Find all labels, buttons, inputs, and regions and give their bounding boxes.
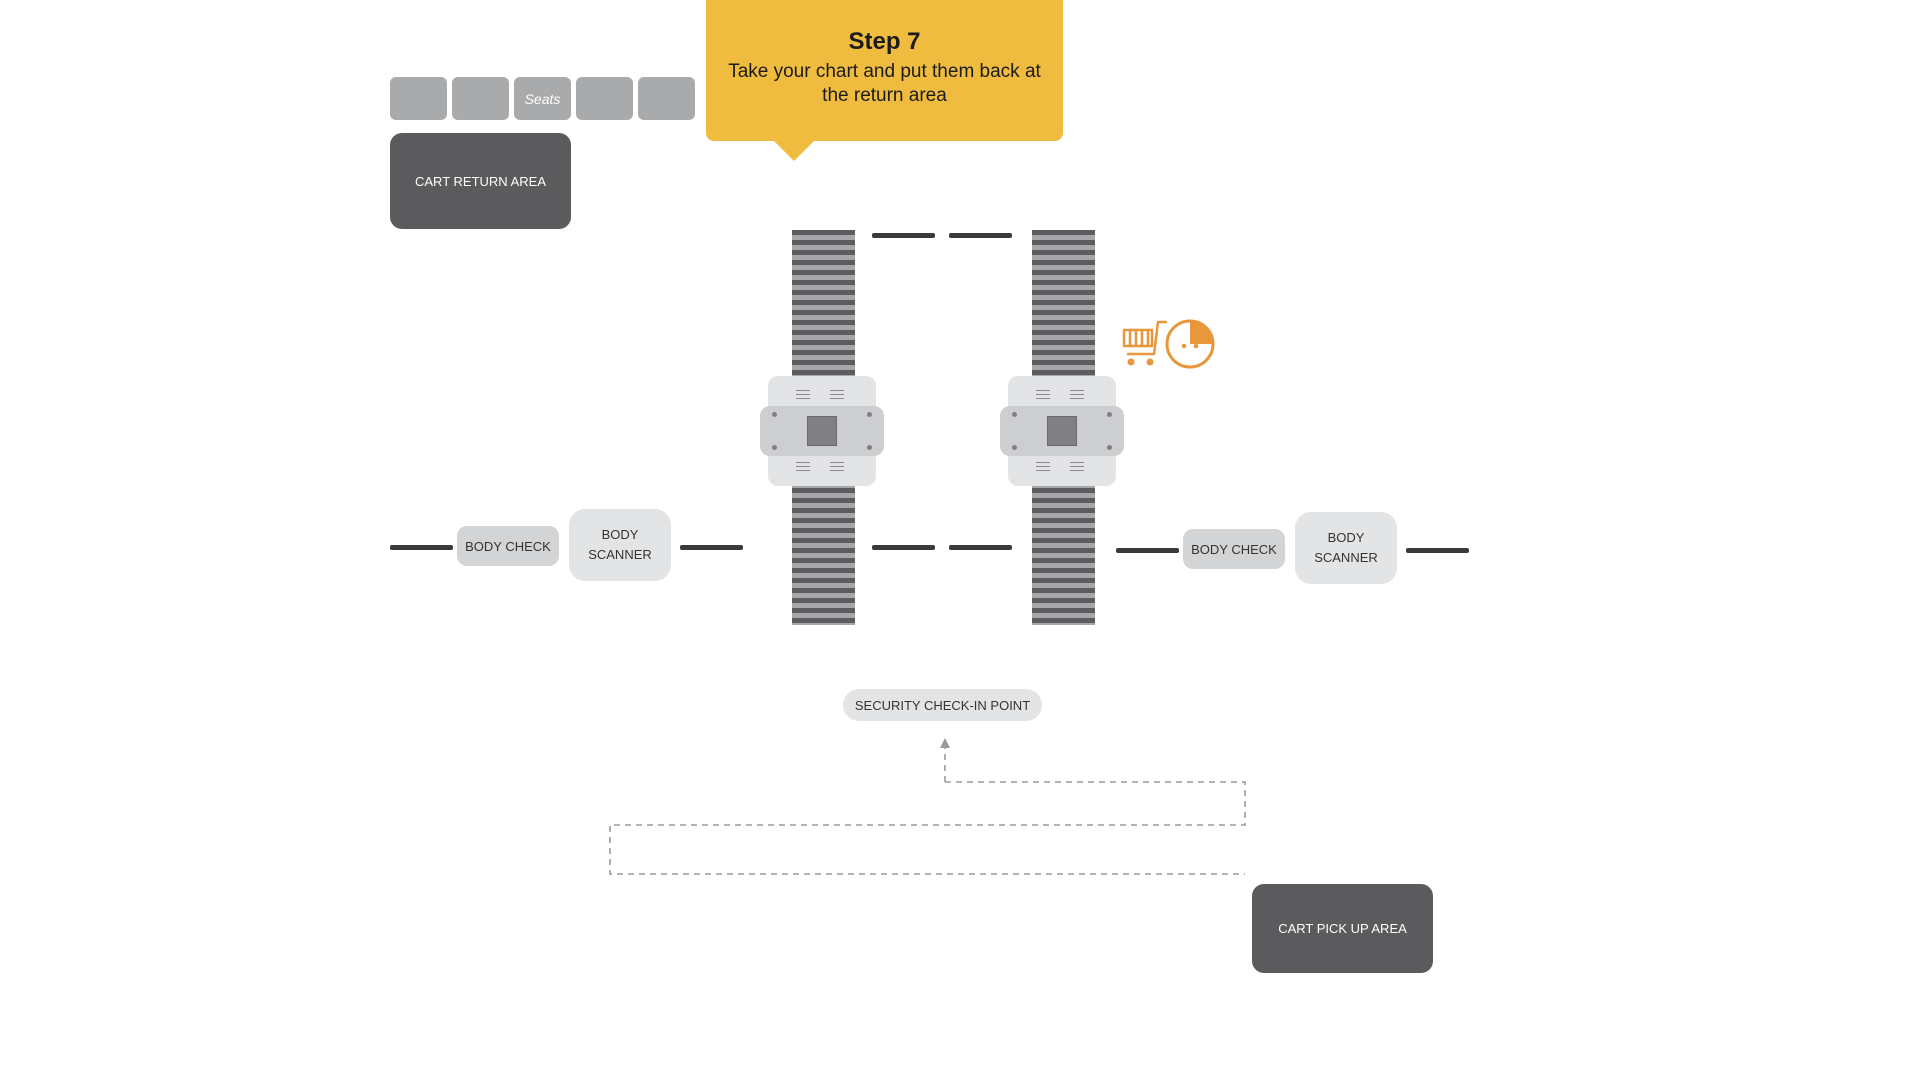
- cart-pickup-label: CART PICK UP AREA: [1278, 921, 1407, 936]
- seat-5: [638, 77, 695, 120]
- body-check-right: BODY CHECK: [1183, 529, 1285, 569]
- connector-line: [872, 233, 935, 238]
- connector-line: [1406, 548, 1469, 553]
- body-scanner-left: BODY SCANNER: [569, 509, 671, 581]
- connector-line: [949, 545, 1012, 550]
- connector-line: [680, 545, 743, 550]
- step-instruction: Take your chart and put them back at the…: [728, 61, 1041, 106]
- body-scanner-left-line1: BODY: [601, 527, 639, 542]
- security-check-in-point: SECURITY CHECK-IN POINT: [843, 689, 1042, 721]
- connector-line: [1116, 548, 1179, 553]
- connector-line: [390, 545, 453, 550]
- security-check-in-label: SECURITY CHECK-IN POINT: [854, 697, 1031, 713]
- xray-scanner-right: [1000, 376, 1124, 486]
- cart-return-area: CART RETURN AREA: [390, 133, 571, 229]
- seat-1: [390, 77, 447, 120]
- body-scanner-right-line2: SCANNER: [1314, 550, 1378, 565]
- body-scanner-right-line1: BODY: [1327, 530, 1365, 545]
- seat-3: Seats: [514, 77, 571, 120]
- body-check-left: BODY CHECK: [457, 526, 559, 566]
- seat-2: [452, 77, 509, 120]
- conveyor-belt-right-top: [1032, 230, 1095, 380]
- step-title: Step 7: [848, 28, 921, 55]
- person-face-icon: [1165, 319, 1215, 369]
- body-scanner-left-line2: SCANNER: [588, 547, 652, 562]
- cart-pickup-area: CART PICK UP AREA: [1252, 884, 1433, 973]
- conveyor-belt-left-bottom: [792, 478, 855, 625]
- body-check-right-label: BODY CHECK: [1191, 541, 1277, 557]
- conveyor-belt-left-top: [792, 230, 855, 380]
- connector-line: [949, 233, 1012, 238]
- conveyor-belt-right-bottom: [1032, 478, 1095, 625]
- connector-line: [872, 545, 935, 550]
- xray-scanner-left: [760, 376, 884, 486]
- step-callout: Step 7 Take your chart and put them back…: [706, 0, 1063, 161]
- body-check-left-label: BODY CHECK: [465, 538, 551, 554]
- shopping-cart-icon: [1122, 320, 1168, 366]
- seat-4: [576, 77, 633, 120]
- body-scanner-right: BODY SCANNER: [1295, 512, 1397, 584]
- cart-return-label: CART RETURN AREA: [415, 173, 546, 189]
